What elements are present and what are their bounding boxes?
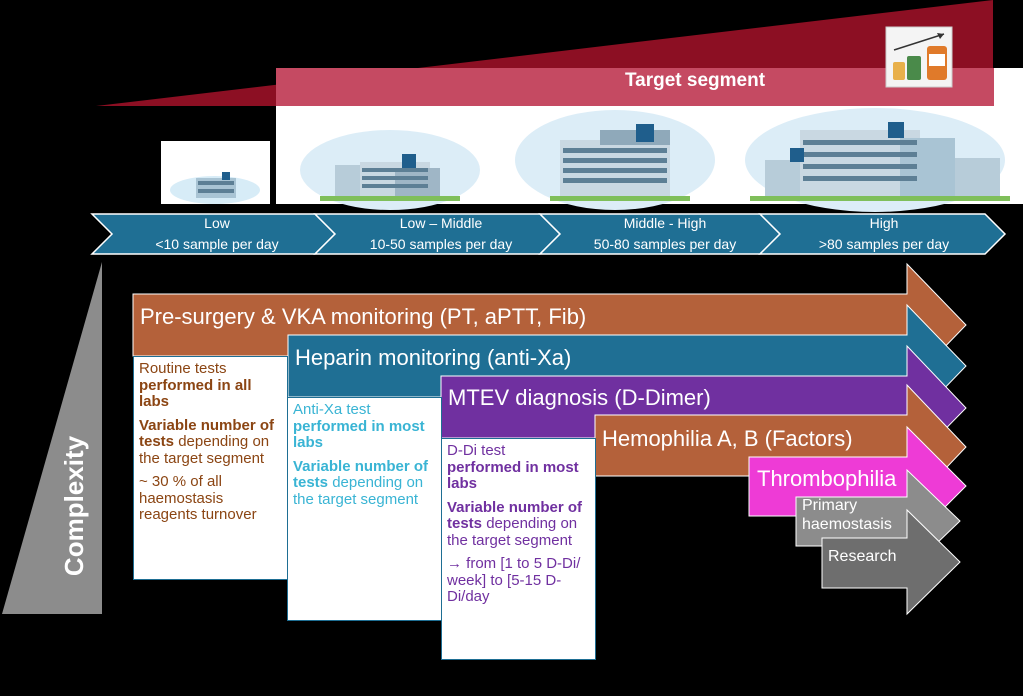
hospital-icon-high xyxy=(745,108,1010,212)
complexity-label: Complexity xyxy=(59,435,89,577)
segment-chevrons xyxy=(90,213,1007,255)
note-ddimer-p2-bold: Variable number of tests xyxy=(447,498,583,532)
note-antixa-p1-bold: performed in most labs xyxy=(293,417,425,451)
hospital-icon-low-middle xyxy=(300,130,480,210)
note-ddimer-p3: → from [1 to 5 D-Di/ week] to [5-15 D-Di… xyxy=(447,555,581,605)
segment-low-level: Low xyxy=(204,215,230,231)
target-segment-band xyxy=(276,68,994,106)
segment-low-middle: Low – Middle 10-50 samples per day xyxy=(335,213,547,255)
note-antixa-p2-plain: depending on the target segment xyxy=(293,474,424,508)
chevron-high xyxy=(758,213,1007,255)
segment-high: High >80 samples per day xyxy=(780,213,988,255)
arrow-research xyxy=(821,508,961,616)
complexity-triangle xyxy=(2,262,102,614)
arrow-label-mtev: MTEV diagnosis (D-Dimer) xyxy=(448,385,711,410)
arrow-label-hemophilia: Hemophilia A, B (Factors) xyxy=(602,426,853,451)
segment-low-middle-level: Low – Middle xyxy=(399,215,483,231)
note-ddimer-p2-plain: depending on the target segment xyxy=(447,515,578,549)
arrow-label-presurgery: Pre-surgery & VKA monitoring (PT, aPTT, … xyxy=(140,304,587,329)
note-ddimer-p1-bold: performed in most labs xyxy=(447,458,579,492)
arrow-label-heparin: Heparin monitoring (anti-Xa) xyxy=(295,345,572,370)
note-routine-p1-bold: performed in all labs xyxy=(139,376,252,410)
segment-high-level: High xyxy=(869,215,899,231)
note-routine-p3: ~ 30 % of all haemostasis reagents turno… xyxy=(139,473,257,523)
segment-low-samples: <10 sample per day xyxy=(155,236,279,252)
note-ddimer-p1-plain: D-Di test xyxy=(447,442,506,459)
reagent-bottles-icon xyxy=(885,26,953,88)
note-antixa-p1-plain: Anti-Xa test xyxy=(293,401,371,418)
note-ddimer-p2: Variable number of tests depending on th… xyxy=(447,498,590,550)
segment-high-samples: >80 samples per day xyxy=(818,236,950,252)
segment-middle-high: Middle - High 50-80 samples per day xyxy=(560,213,770,255)
arrow-label-primary-haemostasis: Primary haemostasis xyxy=(802,497,892,533)
segment-low-middle-samples: 10-50 samples per day xyxy=(369,236,513,252)
segment-low: Low <10 sample per day xyxy=(112,213,322,255)
arrow-label-research: Research xyxy=(828,548,897,565)
target-segment-label: Target segment xyxy=(624,70,766,91)
arrow-label-thrombophilia: Thrombophilia xyxy=(757,466,897,491)
note-routine-p1-plain: Routine tests xyxy=(139,360,227,377)
hospital-icon-middle-high xyxy=(515,110,715,210)
segment-middle-high-samples: 50-80 samples per day xyxy=(593,236,737,252)
note-routine-p2-bold: Variable number of tests xyxy=(139,416,275,450)
note-routine-p2-plain: depending on the target segment xyxy=(139,433,270,467)
note-antixa-p2-bold: Variable number of tests xyxy=(293,457,429,491)
segment-middle-high-level: Middle - High xyxy=(623,215,707,231)
note-antixa-p2: Variable number of tests depending on th… xyxy=(293,457,436,509)
hospital-icon-small xyxy=(170,172,260,204)
note-routine-p2: Variable number of tests depending on th… xyxy=(139,416,282,468)
